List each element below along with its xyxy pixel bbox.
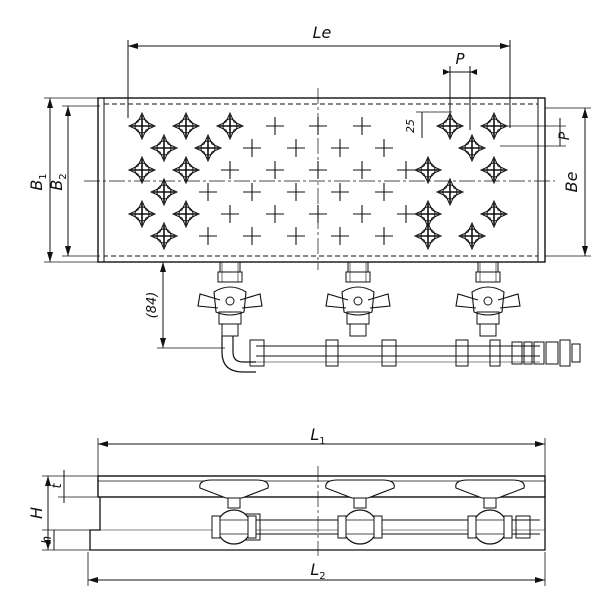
cross-mark — [287, 227, 305, 245]
cross-mark — [287, 139, 305, 157]
dimension-l1: L1 — [97, 425, 546, 476]
label-h: h — [40, 536, 55, 544]
pole-marker — [171, 199, 201, 229]
label-b1-sub: 1 — [38, 173, 49, 179]
cross-mark — [331, 183, 349, 201]
label-b2: B — [47, 180, 66, 191]
cross-mark — [309, 205, 327, 223]
side-valves — [199, 479, 525, 545]
pole-marker — [479, 111, 509, 141]
cross-mark — [397, 205, 415, 223]
cross-mark — [309, 161, 327, 179]
label-t: t — [50, 483, 65, 489]
label-25: 25 — [404, 119, 417, 133]
valve-side — [325, 479, 395, 545]
cross-mark — [353, 117, 371, 135]
cross-mark — [353, 205, 371, 223]
svg-text:L1: L1 — [310, 425, 325, 447]
cross-mark — [221, 205, 239, 223]
valve-side — [455, 479, 525, 545]
cross-mark — [353, 161, 371, 179]
dimension-p-side: P — [500, 118, 573, 147]
top-valves — [197, 261, 521, 337]
cross-mark — [266, 161, 284, 179]
valve-top — [197, 261, 263, 337]
svg-text:B2: B2 — [47, 173, 69, 190]
valve-side — [199, 479, 269, 545]
svg-text:B1: B1 — [27, 173, 49, 190]
pole-marker — [413, 221, 443, 251]
pole-marker — [149, 133, 179, 163]
cross-mark — [266, 205, 284, 223]
pole-marker — [149, 177, 179, 207]
label-h-total: H — [27, 507, 46, 519]
dimension-b1: B1 — [27, 97, 100, 263]
cross-mark — [243, 183, 261, 201]
side-body — [89, 466, 546, 556]
label-be: Be — [562, 171, 581, 192]
svg-text:L2: L2 — [310, 560, 325, 582]
dimension-height: H t h — [27, 470, 100, 551]
label-l2-sub: 2 — [319, 571, 325, 582]
cross-mark — [266, 117, 284, 135]
pole-marker — [127, 199, 157, 229]
cross-mark — [375, 183, 393, 201]
label-l1-sub: 1 — [319, 436, 325, 447]
dimension-le: Le — [127, 23, 511, 128]
top-view: Le P 25 P — [27, 23, 591, 373]
dimension-l2: L2 — [87, 552, 546, 586]
cross-mark — [243, 227, 261, 245]
cross-mark — [375, 227, 393, 245]
cross-mark — [221, 161, 239, 179]
label-le: Le — [313, 23, 332, 42]
cross-mark — [397, 161, 415, 179]
pole-marker — [215, 111, 245, 141]
pole-marker — [479, 155, 509, 185]
cross-mark — [331, 139, 349, 157]
pole-marker — [479, 199, 509, 229]
pole-marker — [435, 177, 465, 207]
pole-marker — [149, 221, 179, 251]
cross-mark — [287, 183, 305, 201]
label-84: (84) — [145, 292, 160, 319]
pole-marker — [127, 155, 157, 185]
dimension-be: Be — [545, 107, 591, 257]
pole-marker — [435, 111, 465, 141]
pole-marker — [171, 111, 201, 141]
cross-mark — [375, 139, 393, 157]
valve-top — [455, 261, 521, 337]
valve-top — [325, 261, 391, 337]
label-b1: B — [27, 180, 46, 191]
top-plate — [84, 88, 555, 270]
label-l2: L — [310, 560, 319, 579]
label-l1: L — [310, 425, 319, 444]
dimension-84: (84) — [145, 261, 225, 349]
magnet-cross-grid — [199, 117, 415, 245]
active-pole-markers — [127, 111, 509, 251]
label-p-side: P — [557, 131, 573, 140]
cross-mark — [309, 117, 327, 135]
cross-mark — [243, 139, 261, 157]
pole-marker — [457, 133, 487, 163]
cross-mark — [199, 183, 217, 201]
cross-mark — [199, 227, 217, 245]
pole-marker — [171, 155, 201, 185]
dimension-25: 25 — [404, 111, 452, 138]
pole-marker — [193, 133, 223, 163]
pole-marker — [127, 111, 157, 141]
pole-marker — [457, 221, 487, 251]
top-pipe-assembly — [221, 336, 581, 373]
label-p-top: P — [455, 50, 465, 68]
label-b2-sub: 2 — [58, 173, 69, 179]
dimension-b2: B2 — [47, 105, 100, 257]
side-view: L1 L2 H t h — [27, 425, 546, 586]
cross-mark — [331, 227, 349, 245]
pole-marker — [413, 155, 443, 185]
